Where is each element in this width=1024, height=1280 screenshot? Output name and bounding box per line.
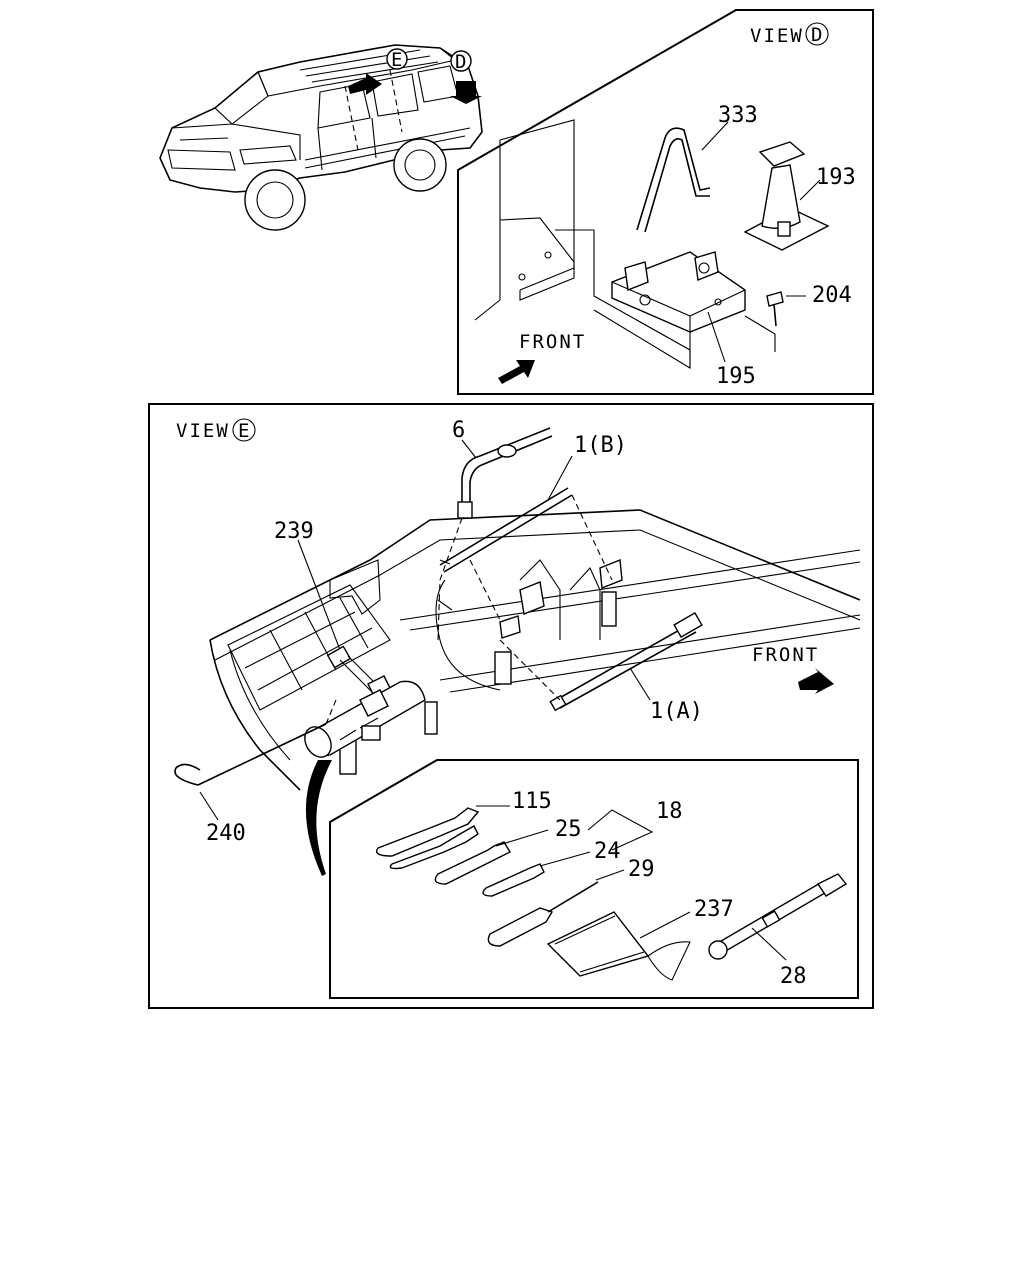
label-29: 29	[628, 857, 655, 882]
view-d-panel: VIEW D 333 193 195	[457, 9, 874, 395]
label-240: 240	[206, 821, 246, 846]
label-24: 24	[594, 839, 621, 864]
label-195: 195	[716, 364, 756, 389]
view-d-front-label: FRONT	[519, 331, 586, 353]
vehicle-marker-e: E	[391, 49, 404, 71]
label-1b: 1(B)	[574, 433, 627, 458]
view-d-title: VIEW	[750, 25, 804, 47]
label-193: 193	[816, 165, 856, 190]
label-204: 204	[812, 283, 852, 308]
view-e-front-label: FRONT	[752, 644, 819, 666]
label-28: 28	[780, 964, 807, 989]
view-d-marker: D	[811, 24, 824, 46]
vehicle-marker-d: D	[455, 51, 468, 73]
label-237: 237	[694, 897, 734, 922]
label-333: 333	[718, 103, 758, 128]
toolkit-inset: 115 25 18 24 29 237 28	[329, 759, 859, 999]
label-18: 18	[656, 799, 683, 824]
label-1a: 1(A)	[650, 699, 703, 724]
label-25: 25	[555, 817, 582, 842]
vehicle-overview: E D	[159, 44, 483, 231]
label-115: 115	[512, 789, 552, 814]
label-6: 6	[452, 418, 465, 443]
view-e-title: VIEW	[176, 420, 230, 442]
label-239: 239	[274, 519, 314, 544]
view-e-panel: VIEW E	[148, 403, 874, 1009]
view-e-marker: E	[238, 420, 251, 442]
